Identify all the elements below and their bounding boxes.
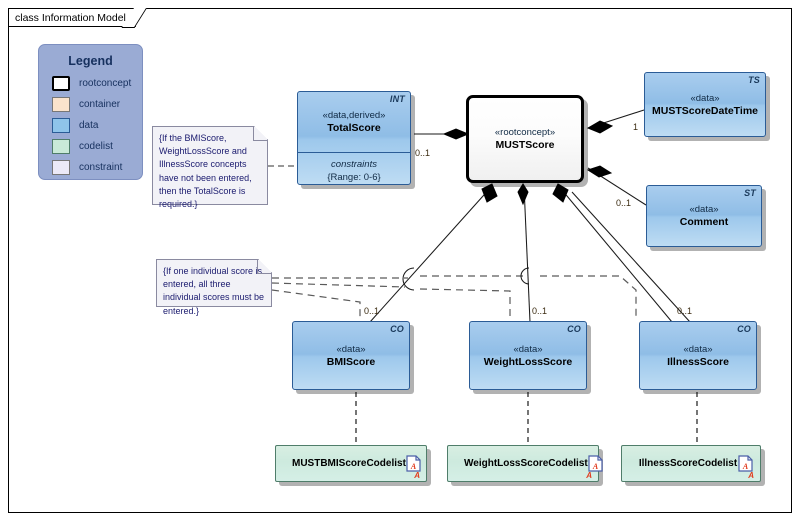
class-name: MUSTScoreDateTime	[651, 104, 758, 117]
legend-item-constraint: constraint	[52, 159, 142, 176]
class-totalscore[interactable]: INT «data,derived» TotalScore constraint…	[297, 91, 411, 185]
note-totalscore-constraint[interactable]: {If the BMIScore, WeightLossScore and Il…	[152, 126, 268, 209]
diagram-frame-tab: class Information Model	[8, 7, 147, 28]
codelist-illnessscorecodelist[interactable]: IllnessScoreCodelist A A	[621, 445, 761, 482]
codelist-name: MUSTBMIScoreCodelist	[292, 458, 406, 469]
class-corner-label: CO	[737, 324, 751, 334]
class-corner-label: CO	[390, 324, 404, 334]
legend-label-constraint: constraint	[79, 162, 123, 173]
class-stereotype: «rootconcept»	[494, 127, 556, 138]
class-corner-label: CO	[567, 324, 581, 334]
note-individual-score-constraint[interactable]: {If one individual score is entered, all…	[156, 259, 272, 316]
svg-text:A: A	[592, 462, 599, 471]
multiplicity-totalscore: 0..1	[415, 148, 431, 158]
class-comment[interactable]: ST «data» Comment	[646, 185, 762, 247]
codelist-name: IllnessScoreCodelist	[638, 458, 738, 469]
codelist-marker: A	[586, 471, 592, 480]
multiplicity-comment: 0..1	[616, 198, 632, 208]
multiplicity-bmiscore: 0..1	[364, 306, 380, 316]
class-mustscoredatetime[interactable]: TS «data» MUSTScoreDateTime	[644, 72, 766, 137]
legend-item-data: data	[52, 117, 142, 134]
class-illnessscore[interactable]: CO «data» IllnessScore	[639, 321, 757, 390]
class-divider	[298, 152, 410, 153]
class-name: MUSTScore	[495, 139, 555, 151]
class-stereotype: «data»	[689, 204, 719, 215]
note-totalscore-text: {If the BMIScore, WeightLossScore and Il…	[159, 133, 252, 210]
class-name: TotalScore	[327, 122, 381, 134]
document-icon: A	[406, 455, 421, 472]
codelist-marker: A	[748, 471, 754, 480]
constraints-title: constraints	[331, 159, 377, 170]
legend-swatch-codelist	[52, 139, 70, 154]
document-icon: A	[588, 455, 603, 472]
diagram-frame-label: class Information Model	[15, 11, 126, 24]
legend-title: Legend	[68, 54, 113, 68]
legend-item-codelist: codelist	[52, 138, 142, 155]
legend-label-rootconcept: rootconcept	[79, 78, 132, 89]
note-fold-corner	[257, 259, 272, 274]
class-bmiscore[interactable]: CO «data» BMIScore	[292, 321, 410, 390]
class-corner-label: TS	[748, 75, 760, 85]
class-stereotype: «data»	[690, 92, 720, 104]
codelist-weightlossscorecodelist[interactable]: WeightLossScoreCodelist A A	[447, 445, 603, 482]
class-corner-label: INT	[389, 94, 405, 104]
codelist-name: WeightLossScoreCodelist	[464, 458, 588, 469]
legend-label-container: container	[79, 99, 121, 110]
codelist-marker: A	[414, 471, 420, 480]
legend-item-rootconcept: rootconcept	[52, 75, 142, 92]
class-stereotype: «data,derived»	[322, 110, 386, 121]
class-constraints-compartment: constraints {Range: 0-6}	[298, 153, 410, 185]
legend-swatch-constraint	[52, 160, 70, 175]
note-fold-corner	[253, 126, 268, 141]
legend-swatch-data	[52, 118, 70, 133]
class-mustscore-root[interactable]: «rootconcept» MUSTScore	[466, 95, 584, 183]
class-stereotype: «data»	[513, 343, 543, 355]
multiplicity-illnessscore: 0..1	[677, 306, 693, 316]
legend-item-container: container	[52, 96, 142, 113]
class-weightlossscore[interactable]: CO «data» WeightLossScore	[469, 321, 587, 390]
class-name: Comment	[679, 216, 729, 228]
document-icon: A	[738, 455, 753, 472]
note-individual-score-text: {If one individual score is entered, all…	[163, 266, 265, 316]
constraints-item: {Range: 0-6}	[327, 172, 381, 183]
multiplicity-mustscoredatetime: 1	[633, 122, 639, 132]
legend-swatch-rootconcept	[52, 76, 70, 91]
class-stereotype: «data»	[336, 343, 366, 355]
codelist-mustbmiscorecodelist[interactable]: MUSTBMIScoreCodelist A A	[275, 445, 427, 482]
svg-text:A: A	[410, 462, 417, 471]
svg-text:A: A	[742, 462, 749, 471]
legend-label-data: data	[79, 120, 99, 131]
legend-label-codelist: codelist	[79, 141, 113, 152]
class-name: IllnessScore	[667, 355, 729, 368]
legend-swatch-container	[52, 97, 70, 112]
class-corner-label: ST	[744, 188, 756, 198]
multiplicity-weightlossscore: 0..1	[532, 306, 548, 316]
class-name: WeightLossScore	[483, 355, 573, 368]
class-header: «data,derived» TotalScore	[298, 92, 410, 152]
class-stereotype: «data»	[683, 343, 713, 355]
legend-panel: Legend rootconcept container data codeli…	[38, 44, 143, 180]
class-name: BMIScore	[326, 355, 376, 368]
